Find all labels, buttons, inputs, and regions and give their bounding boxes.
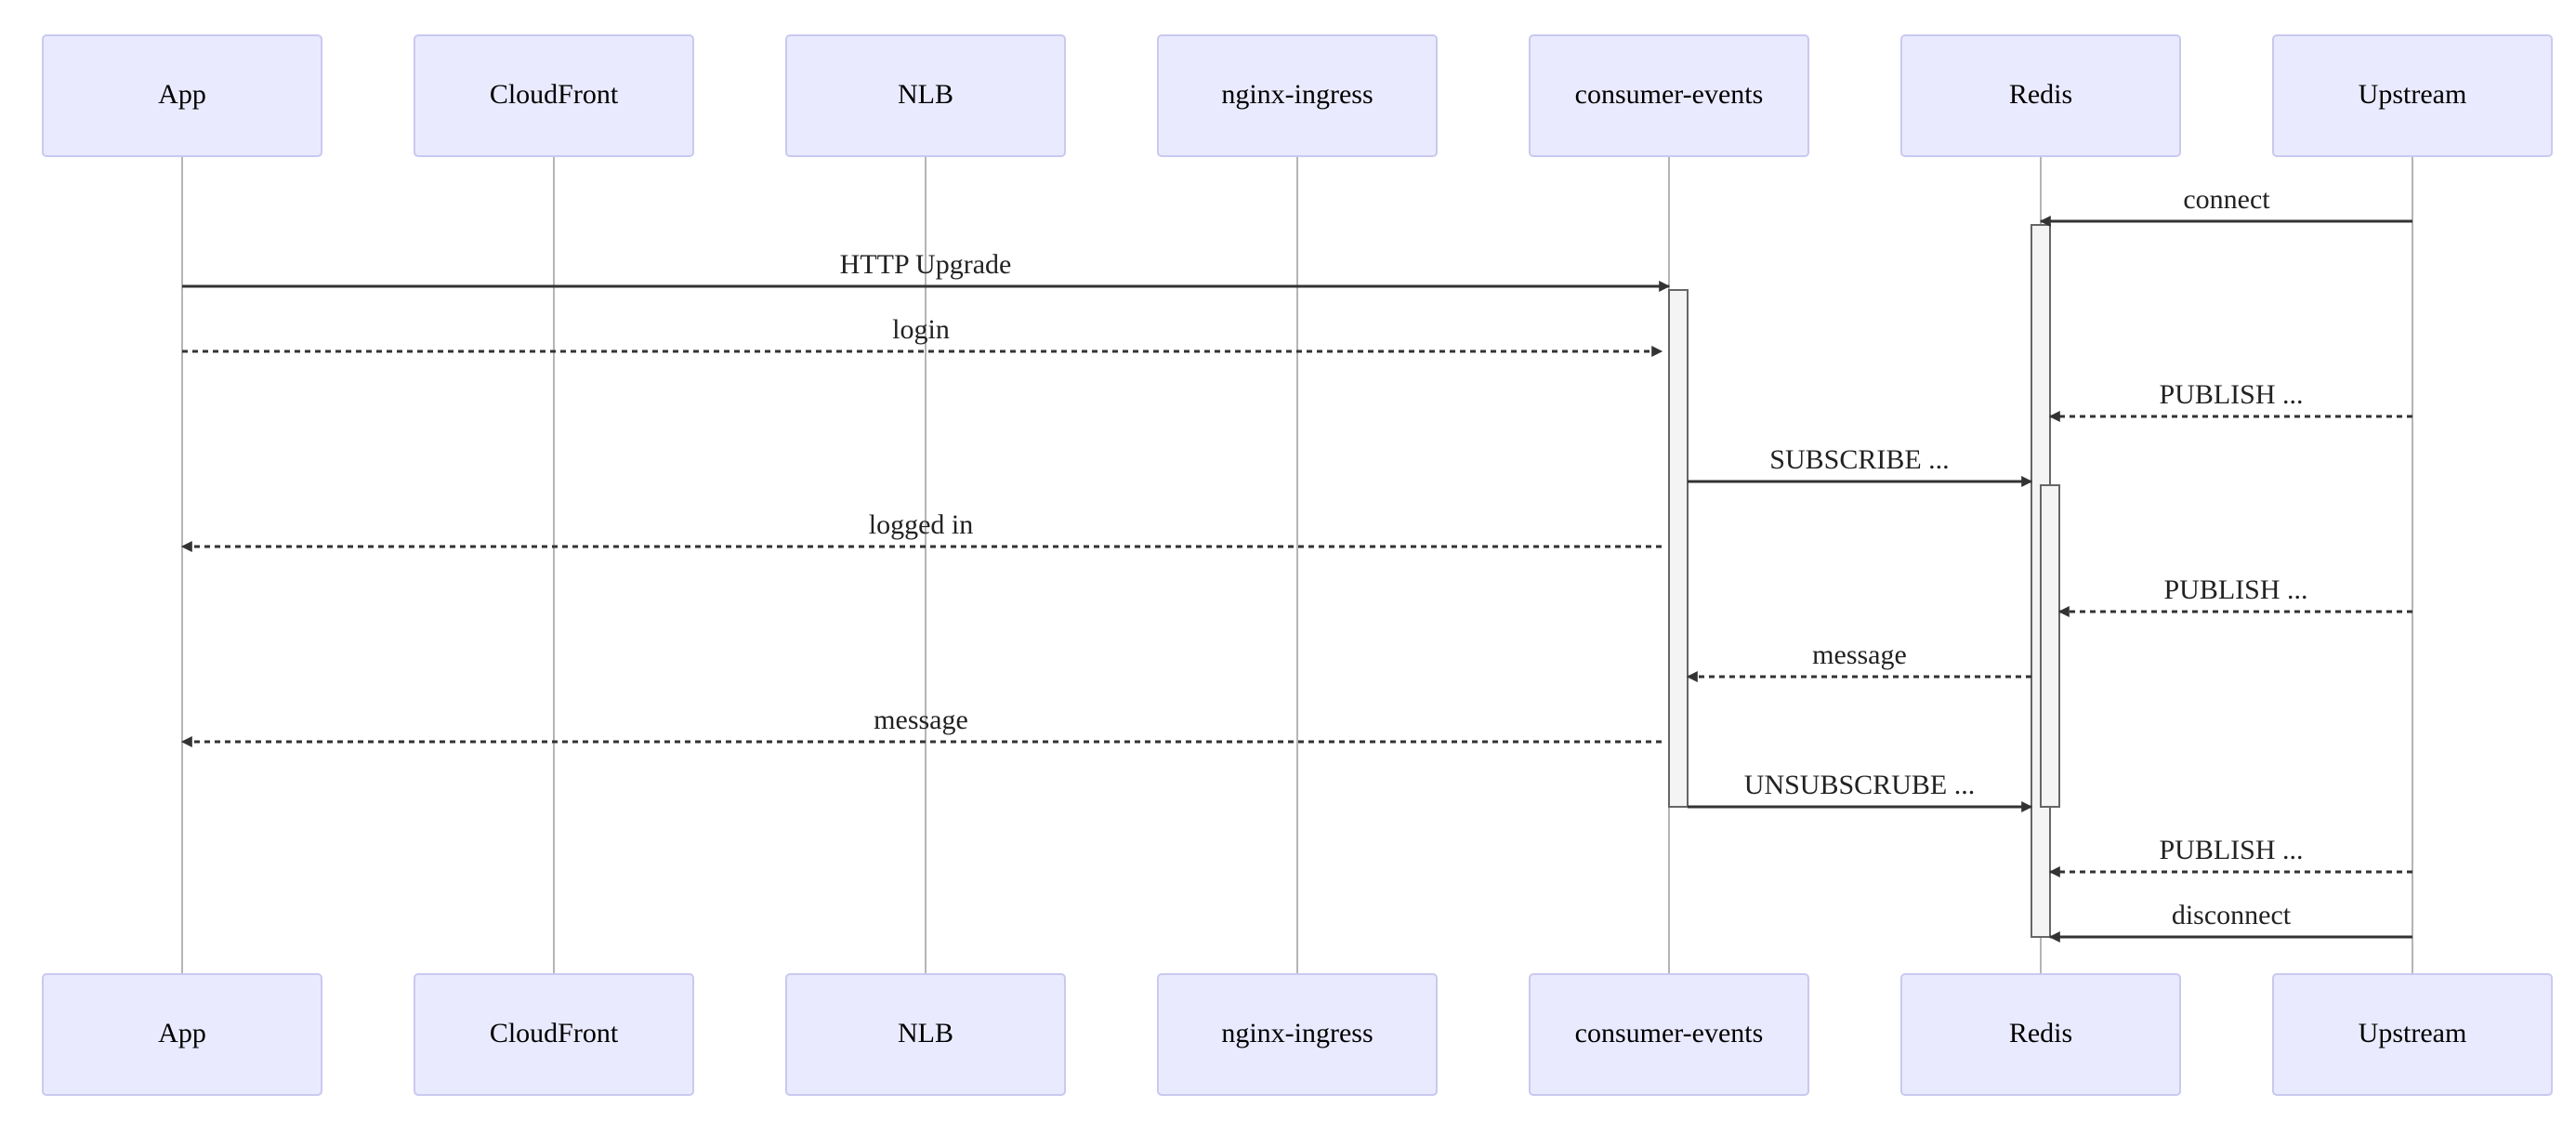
actor-upstream-bottom: Upstream [2272,973,2553,1096]
actor-redis-top: Redis [1900,34,2181,157]
actor-label: Upstream [2359,79,2467,110]
actor-label: nginx-ingress [1221,1018,1373,1048]
actor-nlb-top: NLB [785,34,1066,157]
message-label: disconnect [2172,900,2292,930]
actor-label: consumer-events [1575,79,1764,110]
actor-label: nginx-ingress [1221,79,1373,110]
actor-nginx-ingress-top: nginx-ingress [1157,34,1438,157]
message-label: login [892,314,950,345]
message-publish-3: PUBLISH ... [2048,835,2412,877]
actor-label: App [158,79,206,110]
actor-cloudfront-bottom: CloudFront [414,973,694,1096]
message-label: PUBLISH ... [2159,835,2303,865]
actor-consumer-events-bottom: consumer-events [1529,973,1809,1096]
actor-consumer-events-top: consumer-events [1529,34,1809,157]
message-unsubscribe: UNSUBSCRUBE ... [1688,770,2033,812]
activation-redis-subscription [2040,484,2060,808]
message-label: message [1812,640,1907,670]
message-publish-2: PUBLISH ... [2057,574,2412,617]
message-label: PUBLISH ... [2163,574,2307,605]
actor-nginx-ingress-bottom: nginx-ingress [1157,973,1438,1096]
message-label: UNSUBSCRUBE ... [1744,770,1975,800]
message-label: logged in [869,509,974,540]
message-http-upgrade: HTTP Upgrade [182,249,1671,292]
actor-label: Redis [2009,79,2072,110]
message-logged-in: logged in [180,509,1662,552]
message-label: message [874,705,968,735]
message-label: HTTP Upgrade [840,249,1012,280]
actor-nlb-bottom: NLB [785,973,1066,1096]
message-connect: connect [2039,184,2412,227]
activation-consumer-events [1668,289,1689,808]
actor-label: consumer-events [1575,1018,1764,1048]
actor-label: CloudFront [490,1018,619,1048]
message-redis-to-consumer: message [1686,640,2031,682]
actor-upstream-top: Upstream [2272,34,2553,157]
actor-label: CloudFront [490,79,619,110]
message-publish-1: PUBLISH ... [2048,379,2412,422]
message-login: login [182,314,1663,357]
message-consumer-to-app: message [180,705,1662,747]
message-subscribe: SUBSCRIBE ... [1688,444,2033,487]
actor-label: Redis [2009,1018,2072,1048]
actor-app-bottom: App [42,973,322,1096]
actor-redis-bottom: Redis [1900,973,2181,1096]
message-label: PUBLISH ... [2159,379,2303,410]
actor-app-top: App [42,34,322,157]
message-label: SUBSCRIBE ... [1769,444,1949,475]
actor-label: NLB [898,79,953,110]
message-disconnect: disconnect [2048,900,2412,943]
actor-cloudfront-top: CloudFront [414,34,694,157]
actor-label: App [158,1018,206,1048]
actor-label: NLB [898,1018,953,1048]
actor-label: Upstream [2359,1018,2467,1048]
message-label: connect [2183,184,2270,215]
